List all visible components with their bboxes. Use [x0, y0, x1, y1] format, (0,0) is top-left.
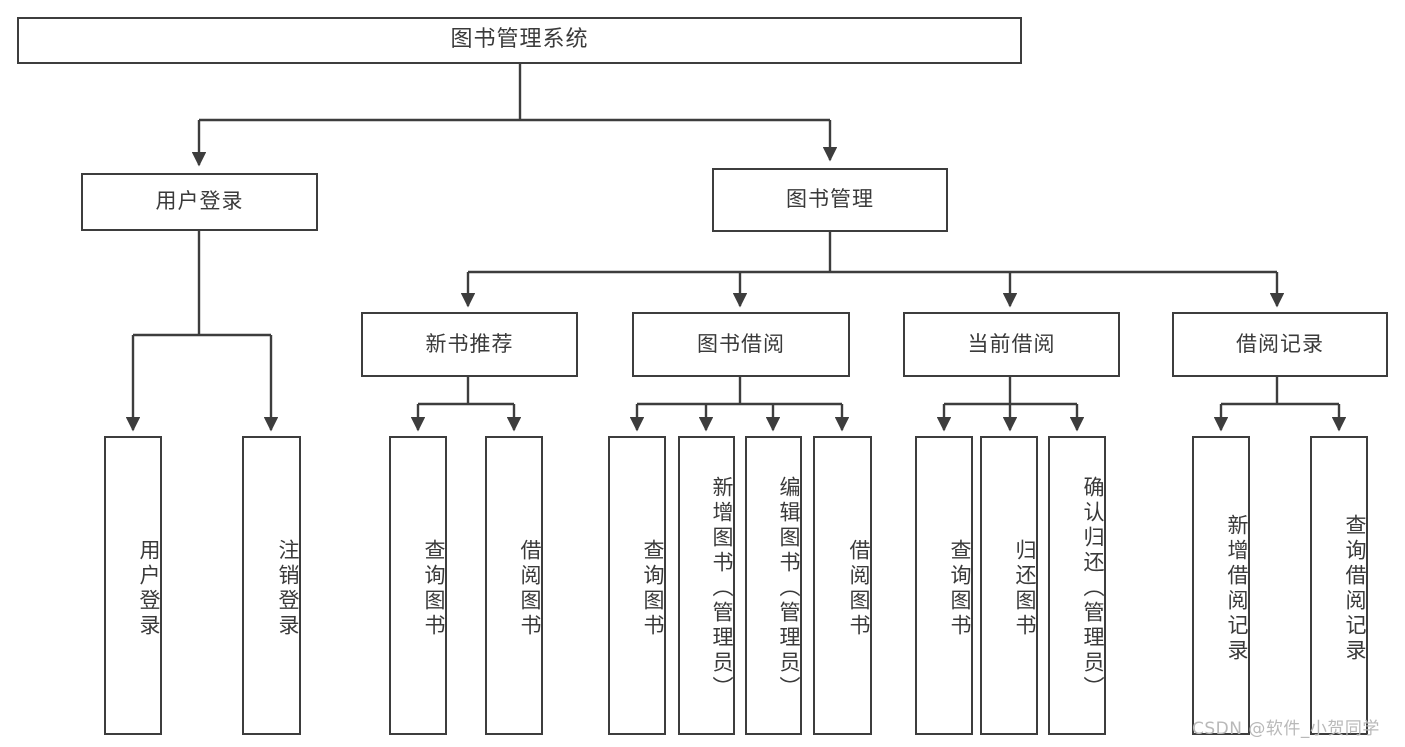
node-label: 用户登录	[137, 538, 161, 639]
node-label: 借阅记录	[1236, 331, 1324, 356]
leaf-current-return-book[interactable]: 归还图书	[980, 436, 1038, 735]
leaf-user-login-signout[interactable]: 注销登录	[242, 436, 301, 735]
node-label: 图书管理	[786, 187, 874, 212]
node-label: 查询图书	[641, 538, 665, 639]
node-label: 编辑图书（管理员）	[777, 476, 801, 701]
leaf-record-add-record[interactable]: 新增借阅记录	[1192, 436, 1250, 735]
node-label: 用户登录	[155, 189, 244, 214]
leaf-record-query-record[interactable]: 查询借阅记录	[1310, 436, 1368, 735]
leaf-borrow-query-book[interactable]: 查询图书	[608, 436, 666, 735]
leaf-recommend-query-book[interactable]: 查询图书	[389, 436, 447, 735]
node-label: 查询图书	[422, 538, 446, 639]
node-label: 查询借阅记录	[1343, 513, 1367, 664]
node-label: 查询图书	[948, 538, 972, 639]
leaf-current-query-book[interactable]: 查询图书	[915, 436, 973, 735]
node-label: 新增图书（管理员）	[710, 476, 734, 701]
node-root-system[interactable]: 图书管理系统	[17, 17, 1022, 64]
leaf-borrow-borrow-book[interactable]: 借阅图书	[813, 436, 872, 735]
node-label: 图书管理系统	[450, 27, 589, 53]
node-label: 当前借阅	[967, 331, 1056, 356]
csdn-watermark: CSDN @软件_小贺同学	[1192, 719, 1380, 739]
leaf-user-login-signin[interactable]: 用户登录	[104, 436, 162, 735]
node-label: 图书借阅	[697, 331, 785, 356]
node-user-login[interactable]: 用户登录	[81, 173, 318, 231]
node-book-borrow[interactable]: 图书借阅	[632, 312, 850, 377]
node-label: 借阅图书	[518, 538, 542, 639]
node-label: 归还图书	[1013, 538, 1037, 639]
node-new-book-recommend[interactable]: 新书推荐	[361, 312, 578, 377]
node-current-borrow[interactable]: 当前借阅	[903, 312, 1120, 377]
leaf-current-confirm-return[interactable]: 确认归还（管理员）	[1048, 436, 1106, 735]
leaf-borrow-edit-book[interactable]: 编辑图书（管理员）	[745, 436, 802, 735]
node-label: 注销登录	[276, 538, 300, 639]
node-label: 新增借阅记录	[1225, 513, 1249, 664]
leaf-recommend-borrow-book[interactable]: 借阅图书	[485, 436, 543, 735]
node-book-management[interactable]: 图书管理	[712, 168, 948, 232]
node-borrow-record[interactable]: 借阅记录	[1172, 312, 1388, 377]
node-label: 确认归还（管理员）	[1081, 476, 1105, 701]
node-label: 新书推荐	[425, 331, 514, 356]
node-label: 借阅图书	[847, 538, 871, 639]
leaf-borrow-add-book[interactable]: 新增图书（管理员）	[678, 436, 735, 735]
